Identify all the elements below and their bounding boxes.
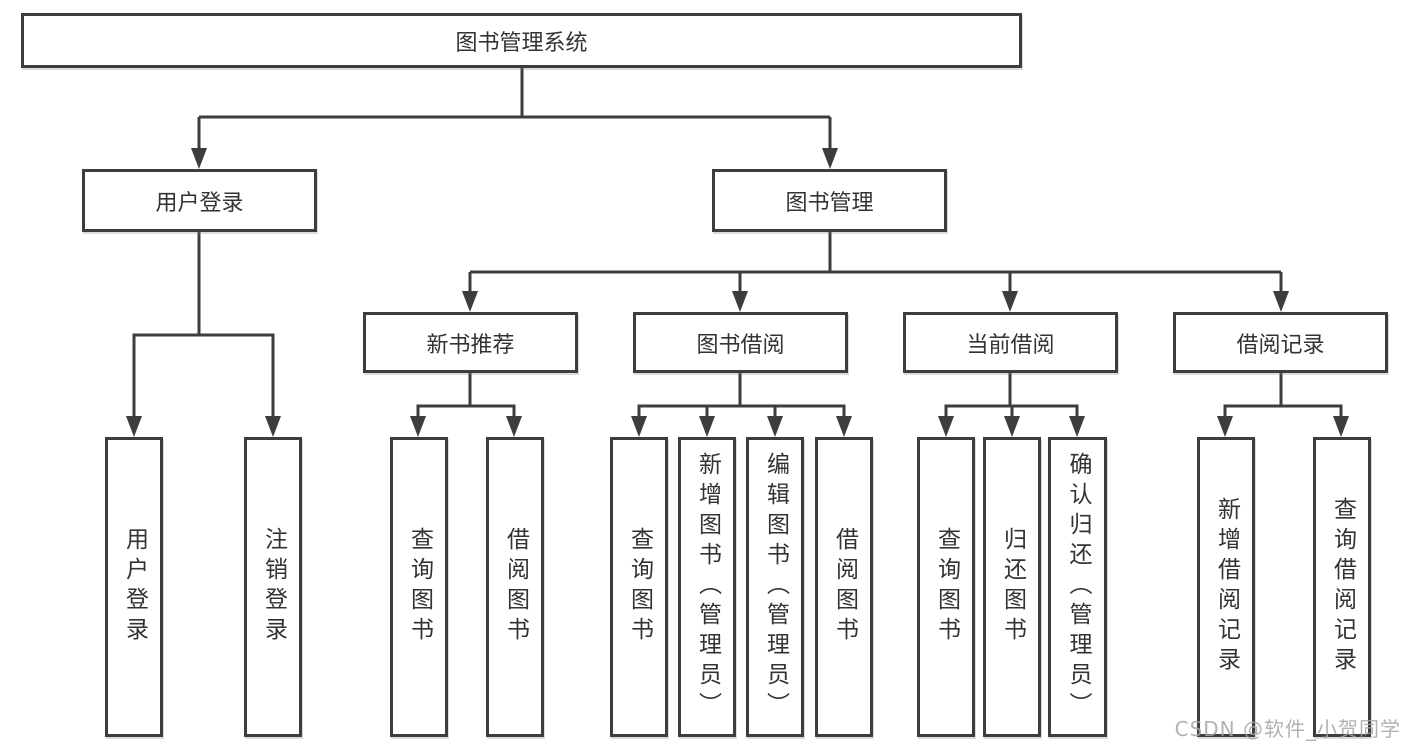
- node-root: 图书管理系统: [21, 13, 1022, 68]
- leaf-cb-query-books: 查询图书: [917, 437, 975, 737]
- node-book-borrowing-label: 图书借阅: [696, 332, 785, 358]
- node-current-borrowing: 当前借阅: [903, 312, 1118, 373]
- leaf-nbr-query-books-label: 查询图书: [406, 527, 433, 647]
- leaf-user-login: 用户登录: [105, 437, 163, 737]
- leaf-cb-confirm-return-admin: 确认归还（管理员）: [1048, 437, 1107, 737]
- leaf-cb-confirm-return-admin-label: 确认归还（管理员）: [1065, 452, 1091, 722]
- node-book-management-label: 图书管理: [785, 190, 874, 216]
- leaf-nbr-borrow-books-label: 借阅图书: [502, 527, 529, 647]
- leaf-logout-label: 注销登录: [260, 527, 287, 647]
- node-borrowing-records: 借阅记录: [1173, 312, 1388, 373]
- leaf-bb-borrow-books-label: 借阅图书: [831, 527, 858, 647]
- node-user-login-label: 用户登录: [155, 190, 244, 216]
- leaf-br-query-record-label: 查询借阅记录: [1329, 497, 1356, 677]
- node-user-login: 用户登录: [82, 169, 317, 232]
- csdn-watermark: CSDN @软件_小贺同学: [1174, 717, 1401, 741]
- leaf-user-login-label: 用户登录: [121, 527, 148, 647]
- leaf-bb-query-books: 查询图书: [610, 437, 668, 737]
- node-book-borrowing: 图书借阅: [633, 312, 848, 373]
- node-current-borrowing-label: 当前借阅: [966, 332, 1055, 358]
- leaf-cb-return-books-label: 归还图书: [999, 527, 1026, 647]
- node-new-book-recommend-label: 新书推荐: [426, 332, 515, 358]
- leaf-logout: 注销登录: [244, 437, 302, 737]
- leaf-br-add-record-label: 新增借阅记录: [1213, 497, 1240, 677]
- arrowheads: [126, 148, 1349, 437]
- node-book-management: 图书管理: [712, 169, 947, 232]
- node-borrowing-records-label: 借阅记录: [1236, 332, 1325, 358]
- leaf-bb-query-books-label: 查询图书: [626, 527, 653, 647]
- leaf-bb-edit-books-admin: 编辑图书（管理员）: [746, 437, 804, 737]
- leaf-br-query-record: 查询借阅记录: [1313, 437, 1371, 737]
- node-root-label: 图书管理系统: [455, 30, 588, 56]
- leaf-bb-add-books-admin-label: 新增图书（管理员）: [694, 452, 721, 722]
- leaf-cb-return-books: 归还图书: [983, 437, 1041, 737]
- leaf-cb-query-books-label: 查询图书: [933, 527, 960, 647]
- leaf-br-add-record: 新增借阅记录: [1197, 437, 1255, 737]
- node-new-book-recommend: 新书推荐: [363, 312, 578, 373]
- leaf-bb-add-books-admin: 新增图书（管理员）: [678, 437, 736, 737]
- leaf-bb-edit-books-admin-label: 编辑图书（管理员）: [762, 452, 789, 722]
- leaf-bb-borrow-books: 借阅图书: [815, 437, 873, 737]
- leaf-nbr-borrow-books: 借阅图书: [486, 437, 544, 737]
- leaf-nbr-query-books: 查询图书: [390, 437, 448, 737]
